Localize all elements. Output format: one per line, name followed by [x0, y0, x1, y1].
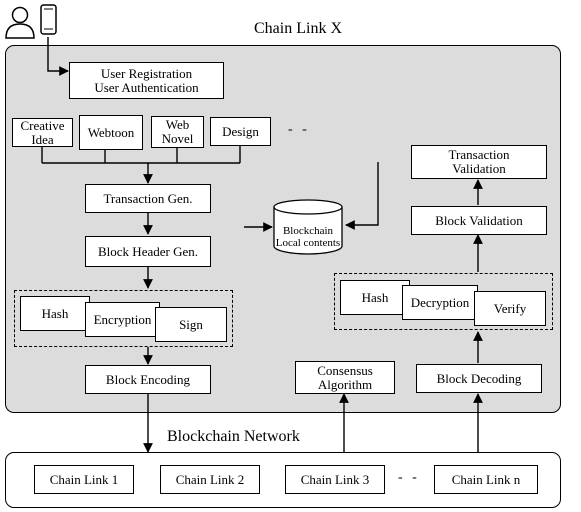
diagram-title: Chain Link X — [254, 20, 342, 37]
transaction-validation-line1: Transaction — [448, 147, 510, 162]
chain-link-n-box: Chain Link n — [434, 465, 538, 494]
chain-link-3-box: Chain Link 3 — [285, 465, 385, 494]
webtoon-box: Webtoon — [79, 115, 143, 150]
sign-label: Sign — [179, 316, 203, 332]
storage-label-line2: Local contents — [275, 237, 341, 249]
block-decoding-label: Block Decoding — [436, 370, 522, 386]
chain-link-2-box: Chain Link 2 — [160, 465, 260, 494]
design-box: Design — [210, 117, 271, 146]
chain-link-3-label: Chain Link 3 — [300, 471, 370, 487]
user-registration-label: User Registration — [100, 65, 193, 81]
chain-link-1-label: Chain Link 1 — [49, 471, 119, 487]
verify-box: Verify — [474, 291, 546, 326]
more-chain-links-ellipsis: - - — [398, 470, 420, 485]
user-registration-box: User Registration User Authentication — [69, 62, 224, 99]
transaction-gen-box: Transaction Gen. — [85, 184, 211, 213]
storage-label-line1: Blockchain — [282, 225, 334, 237]
more-content-ellipsis: - - — [288, 122, 310, 137]
block-header-gen-label: Block Header Gen. — [98, 243, 198, 259]
verification-group — [334, 273, 553, 330]
chain-link-2-label: Chain Link 2 — [175, 471, 245, 487]
web-novel-line2: Novel — [161, 131, 194, 146]
chain-link-1-box: Chain Link 1 — [34, 465, 134, 494]
blockchain-storage-icon — [273, 199, 343, 255]
web-novel-box: Web Novel — [151, 116, 204, 148]
block-header-gen-box: Block Header Gen. — [85, 236, 211, 267]
transaction-gen-label: Transaction Gen. — [103, 190, 193, 206]
smartphone-icon — [40, 4, 57, 35]
signing-group — [14, 290, 233, 347]
creative-idea-line1: Creative — [20, 117, 65, 133]
transaction-validation-line2: Validation — [452, 161, 506, 176]
hash-box-right: Hash — [340, 280, 410, 315]
sign-box: Sign — [155, 307, 227, 342]
hash-label-left: Hash — [41, 305, 69, 321]
block-encoding-box: Block Encoding — [85, 365, 211, 394]
user-icon — [5, 6, 35, 39]
block-validation-box: Block Validation — [411, 206, 547, 235]
webtoon-label: Webtoon — [87, 124, 135, 140]
block-encoding-label: Block Encoding — [105, 371, 191, 387]
hash-box-left: Hash — [20, 296, 90, 331]
block-decoding-box: Block Decoding — [416, 364, 542, 393]
web-novel-line1: Web — [165, 117, 190, 132]
block-validation-label: Block Validation — [435, 212, 523, 228]
blockchain-network-label: Blockchain Network — [167, 428, 300, 445]
consensus-line2: Algorithm — [317, 376, 373, 392]
creative-idea-line2: Idea — [31, 131, 54, 147]
encryption-box: Encryption — [85, 302, 160, 337]
consensus-line1: Consensus — [317, 362, 373, 378]
user-authentication-label: User Authentication — [94, 79, 199, 95]
consensus-algorithm-box: Consensus Algorithm — [295, 361, 395, 394]
storage-label: Blockchain Local contents — [263, 225, 353, 249]
chain-link-n-label: Chain Link n — [451, 471, 521, 487]
verify-label: Verify — [493, 300, 527, 316]
hash-label-right: Hash — [361, 289, 389, 305]
creative-idea-box: Creative Idea — [12, 118, 73, 147]
decryption-box: Decryption — [402, 285, 478, 320]
transaction-validation-box: Transaction Validation — [411, 145, 547, 179]
encryption-label: Encryption — [93, 311, 152, 327]
design-label: Design — [222, 123, 259, 139]
decryption-label: Decryption — [410, 294, 470, 310]
